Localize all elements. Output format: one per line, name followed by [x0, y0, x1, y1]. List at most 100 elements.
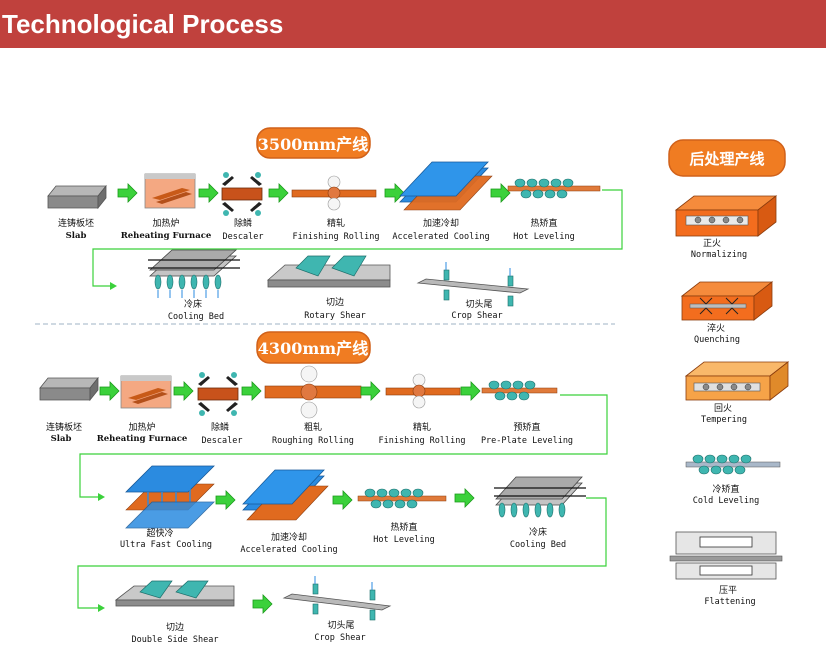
label-en: Ultra Fast Cooling [120, 540, 212, 550]
label-zh: 连铸板坯 [46, 421, 82, 433]
double-side-shear-icon [114, 580, 235, 607]
label-en: Normalizing [691, 250, 747, 260]
label-en: Reheating Furnace [121, 231, 212, 241]
connector-line [79, 394, 608, 498]
connector-line [92, 189, 623, 287]
header-bar: Technological Process [0, 0, 826, 48]
roughing-mill-icon [264, 365, 362, 419]
descaler-icon [197, 372, 239, 416]
label-en: Crop Shear [451, 311, 502, 321]
label-en: Rotary Shear [304, 311, 365, 321]
label-en: Hot Leveling [373, 535, 434, 545]
cold-leveler-icon [685, 454, 781, 475]
label-zh: 加热炉 [152, 217, 179, 229]
arrow-icon [99, 381, 120, 401]
slab-icon [47, 184, 107, 210]
quenching-icon [680, 281, 774, 321]
badge-3500: 3500mm产线 [256, 127, 371, 159]
label-zh: 冷床 [529, 526, 547, 538]
flattening-press-icon [669, 531, 783, 580]
label-zh: 加速冷却 [423, 217, 459, 229]
hot-leveler-icon [507, 178, 601, 199]
tempering-furnace-icon [684, 361, 790, 401]
arrow-icon [173, 381, 194, 401]
label-en: Cold Leveling [693, 496, 760, 506]
label-zh: 加热炉 [128, 421, 155, 433]
crop-shear-icon [416, 262, 530, 307]
ultra-fast-cooling-icon [125, 465, 215, 529]
label-zh: 切头尾 [327, 620, 354, 631]
label-en: Slab [51, 434, 72, 444]
badge-4300: 4300mm产线 [256, 331, 371, 364]
label-zh: 回火 [714, 403, 732, 414]
pre-leveler-icon [481, 380, 558, 401]
cooling-bed-icon [494, 476, 586, 518]
label-en: Cooling Bed [510, 540, 566, 550]
label-en: Pre-Plate Leveling [481, 436, 573, 446]
label-zh: 热矫直 [390, 521, 417, 533]
label-en: Slab [66, 231, 87, 241]
label-en: Tempering [701, 415, 747, 425]
arrow-icon [110, 282, 117, 290]
label-en: Hot Leveling [513, 232, 574, 242]
label-zh: 正火 [703, 238, 721, 249]
label-zh: 切边 [326, 297, 344, 308]
hot-leveler-icon [357, 488, 447, 509]
label-zh: 预矫直 [513, 421, 540, 433]
label-zh: 精轧 [327, 217, 345, 229]
page-title: Technological Process [2, 9, 284, 39]
label-en: Double Side Shear [132, 635, 219, 645]
label-en: Descaler [223, 232, 264, 242]
furnace-icon [120, 375, 172, 409]
badge-post-text: 后处理产线 [689, 150, 764, 168]
label-zh: 淬火 [707, 322, 725, 334]
arrow-icon [215, 490, 236, 510]
arrow-icon [198, 183, 219, 203]
process-diagram: 3500mm产线 [35, 127, 790, 645]
accelerated-cooling-icon [242, 469, 329, 521]
label-zh: 压平 [719, 585, 737, 596]
label-zh: 粗轧 [304, 421, 322, 433]
label-zh: 热矫直 [530, 217, 557, 229]
arrow-icon [384, 183, 405, 203]
arrow-icon [268, 183, 289, 203]
label-zh: 切头尾 [465, 299, 492, 310]
label-zh: 冷矫直 [712, 483, 739, 495]
label-zh: 连铸板坯 [58, 217, 94, 229]
connector-line [77, 497, 607, 609]
arrow-icon [98, 493, 105, 501]
finishing-mill-icon [385, 373, 461, 409]
crop-shear-icon [282, 576, 392, 621]
label-en: Accelerated Cooling [392, 232, 489, 242]
label-zh: 除鳞 [211, 421, 229, 433]
arrow-icon [241, 381, 262, 401]
arrow-icon [98, 604, 105, 612]
finishing-mill-icon [291, 175, 377, 211]
arrow-icon [360, 381, 381, 401]
arrow-icon [332, 490, 353, 510]
rotary-shear-icon [266, 255, 391, 288]
label-en: Cooling Bed [168, 312, 224, 322]
accelerated-cooling-icon [399, 161, 493, 211]
arrow-icon [460, 381, 481, 401]
arrow-icon [252, 594, 273, 614]
descaler-icon [221, 172, 263, 216]
arrow-icon [117, 183, 138, 203]
label-en: Reheating Furnace [97, 434, 188, 444]
furnace-icon [144, 173, 196, 209]
label-zh: 精轧 [413, 421, 431, 433]
label-en: Flattening [704, 597, 755, 607]
label-en: Descaler [202, 436, 243, 446]
slab-icon [39, 376, 99, 402]
cooling-bed-icon [148, 249, 240, 298]
label-zh: 加速冷却 [271, 531, 307, 543]
label-zh: 冷床 [184, 298, 202, 310]
arrow-icon [454, 488, 475, 508]
label-en: Finishing Rolling [293, 232, 380, 242]
label-en: Quenching [694, 335, 740, 345]
arrow-icon [490, 183, 511, 203]
label-zh: 超快冷 [146, 527, 173, 539]
label-en: Roughing Rolling [272, 436, 354, 446]
label-en: Crop Shear [314, 633, 365, 643]
label-en: Accelerated Cooling [240, 545, 337, 555]
